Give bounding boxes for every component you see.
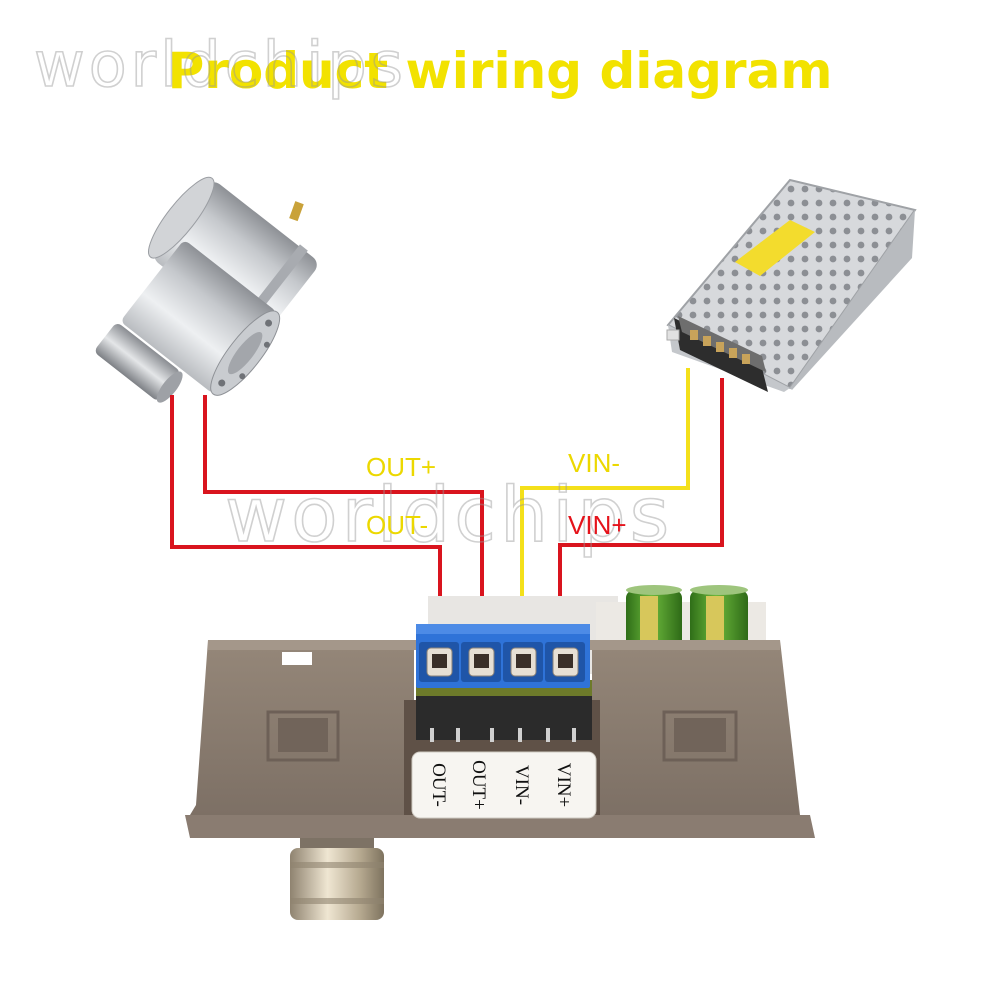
terminal-screw xyxy=(552,647,579,677)
watermark-top: worldchips xyxy=(33,27,407,102)
terminal-screw xyxy=(468,647,495,677)
capacitor xyxy=(690,585,748,656)
terminal-block xyxy=(416,624,590,688)
wire-vin-minus xyxy=(520,368,690,640)
speed-controller xyxy=(185,585,815,920)
wires xyxy=(170,368,724,640)
terminal-label-vin-minus: VIN- xyxy=(511,764,532,806)
terminal-label-out-plus: OUT+ xyxy=(468,760,489,810)
label-out-plus: OUT+ xyxy=(366,452,437,482)
rotary-knob xyxy=(290,838,384,920)
label-vin-minus: VIN- xyxy=(568,448,620,478)
label-out-minus: OUT- xyxy=(366,510,429,540)
terminal-label-out-minus: OUT- xyxy=(428,763,449,807)
watermark-center: worldchips xyxy=(224,469,674,560)
terminal-screw xyxy=(510,647,537,677)
dc-gear-motor xyxy=(95,176,317,403)
wire-out-minus xyxy=(170,395,442,640)
diagram-title: Product wiring diagram xyxy=(167,42,833,100)
terminal-screw xyxy=(426,647,453,677)
terminal-label-vin-plus: VIN+ xyxy=(553,762,574,808)
wire-vin-plus xyxy=(558,378,724,640)
capacitor xyxy=(626,585,682,656)
label-vin-plus: VIN+ xyxy=(568,510,627,540)
wire-out-plus xyxy=(203,395,484,640)
power-supply xyxy=(666,178,917,392)
